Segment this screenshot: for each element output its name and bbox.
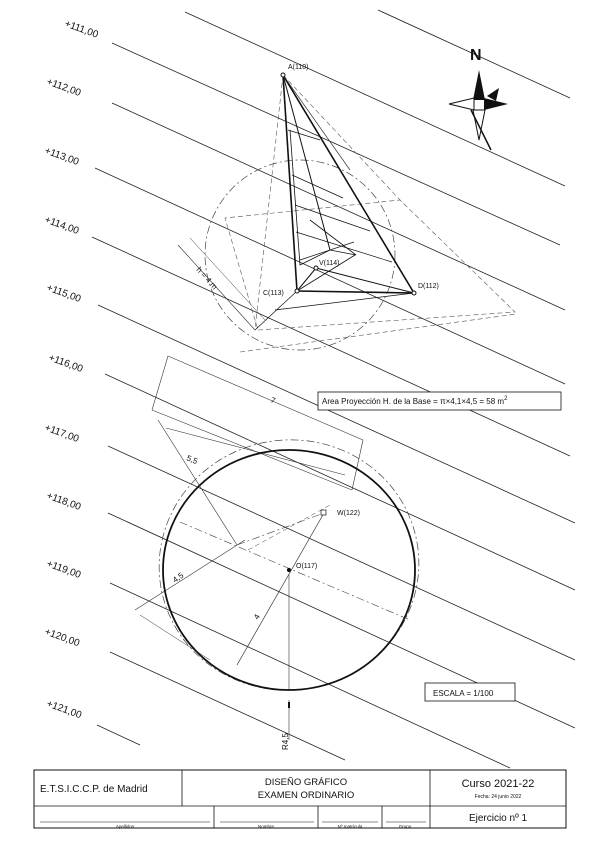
scale-box: ESCALA = 1/100 bbox=[424, 682, 516, 702]
contour-lines bbox=[91, 9, 576, 769]
point-label-w: W(122) bbox=[337, 510, 360, 517]
contour-line-119 bbox=[109, 582, 511, 769]
contour-line-116 bbox=[104, 373, 576, 591]
point-label-c: C(113) bbox=[263, 290, 284, 297]
point-label-d: D(112) bbox=[418, 283, 439, 290]
lower-labels: 7 5,5 4,5 4 W(122) O(117) R4,5 bbox=[171, 396, 360, 750]
dim-four: 4 bbox=[252, 612, 262, 621]
grupo-label: Grupo bbox=[399, 824, 412, 829]
contour-label-113: +113,00 bbox=[43, 145, 81, 168]
contour-line-114 bbox=[91, 236, 571, 457]
contour-label-116: +116,00 bbox=[47, 352, 85, 375]
contour-line-111c bbox=[377, 9, 571, 99]
subject-line2: EXAMEN ORDINARIO bbox=[258, 790, 355, 801]
area-label: Area Proyección H. de la Base = bbox=[322, 397, 440, 406]
svg-text:Area Proyección H. de la Base: Area Proyección H. de la Base = π×4,1×4,… bbox=[322, 396, 508, 406]
contour-line-111 bbox=[111, 42, 561, 246]
contour-labels: +111,00 +112,00 +113,00 +114,00 +115,00 … bbox=[43, 18, 100, 721]
contour-label-121: +121,00 bbox=[45, 698, 83, 721]
exam-date: Fecha: 24 junio 2022 bbox=[475, 794, 522, 800]
dim-height: h = 4 m bbox=[195, 265, 220, 291]
contour-label-112: +112,00 bbox=[45, 76, 83, 99]
exercise-number: Ejercicio nº 1 bbox=[469, 813, 528, 824]
upper-figure bbox=[177, 72, 517, 353]
area-box: Area Proyección H. de la Base = π×4,1×4,… bbox=[317, 391, 562, 411]
title-block-text: E.T.S.I.C.C.P. de Madrid DISEÑO GRÁFICO … bbox=[40, 777, 534, 829]
contour-label-111: +111,00 bbox=[63, 18, 100, 40]
base-circle-projection bbox=[204, 159, 396, 351]
scale-label: ESCALA = 1/100 bbox=[433, 689, 494, 698]
course: Curso 2021-22 bbox=[462, 778, 535, 790]
contour-line-115 bbox=[97, 304, 576, 524]
contour-line-111b bbox=[184, 11, 566, 187]
contour-label-115: +115,00 bbox=[45, 282, 83, 305]
contour-label-119: +119,00 bbox=[45, 558, 83, 581]
contour-line-112 bbox=[111, 102, 566, 311]
dim-four-five: 4,5 bbox=[171, 571, 186, 585]
contour-line-113 bbox=[94, 167, 566, 385]
subject-line1: DISEÑO GRÁFICO bbox=[265, 777, 347, 788]
area-formula: π×4,1×4,5 = 58 m bbox=[440, 397, 504, 406]
north-label: N bbox=[470, 47, 482, 64]
matricula-label: Nº matrícula bbox=[338, 824, 363, 829]
dim-five-five: 5,5 bbox=[185, 454, 199, 467]
contour-line-121 bbox=[96, 724, 141, 746]
dim-radius: R4,5 bbox=[281, 733, 290, 750]
base-ellipse bbox=[162, 449, 416, 691]
lower-figure bbox=[134, 355, 420, 740]
contour-line-120 bbox=[109, 651, 346, 761]
contour-label-117: +117,00 bbox=[43, 422, 81, 445]
apellidos-label: Apellidos bbox=[116, 824, 135, 829]
dim-seven: 7 bbox=[269, 396, 277, 406]
contour-label-114: +114,00 bbox=[43, 214, 81, 237]
point-label-o: O(117) bbox=[296, 563, 317, 570]
contour-label-120: +120,00 bbox=[43, 626, 81, 649]
area-superscript: 2 bbox=[504, 396, 508, 402]
base-ellipse-dashed bbox=[158, 439, 420, 691]
school-name: E.T.S.I.C.C.P. de Madrid bbox=[40, 784, 148, 795]
contour-line-117 bbox=[107, 445, 576, 661]
nombre-label: Nombre bbox=[258, 824, 275, 829]
title-block bbox=[33, 769, 567, 829]
contour-label-118: +118,00 bbox=[45, 490, 83, 513]
point-label-v: V(114) bbox=[319, 260, 340, 267]
north-arrow-icon: N bbox=[448, 47, 508, 151]
point-label-a: A(110) bbox=[288, 64, 309, 71]
upper-labels: A(110) V(114) C(113) D(112) h = 4 m bbox=[195, 64, 439, 297]
